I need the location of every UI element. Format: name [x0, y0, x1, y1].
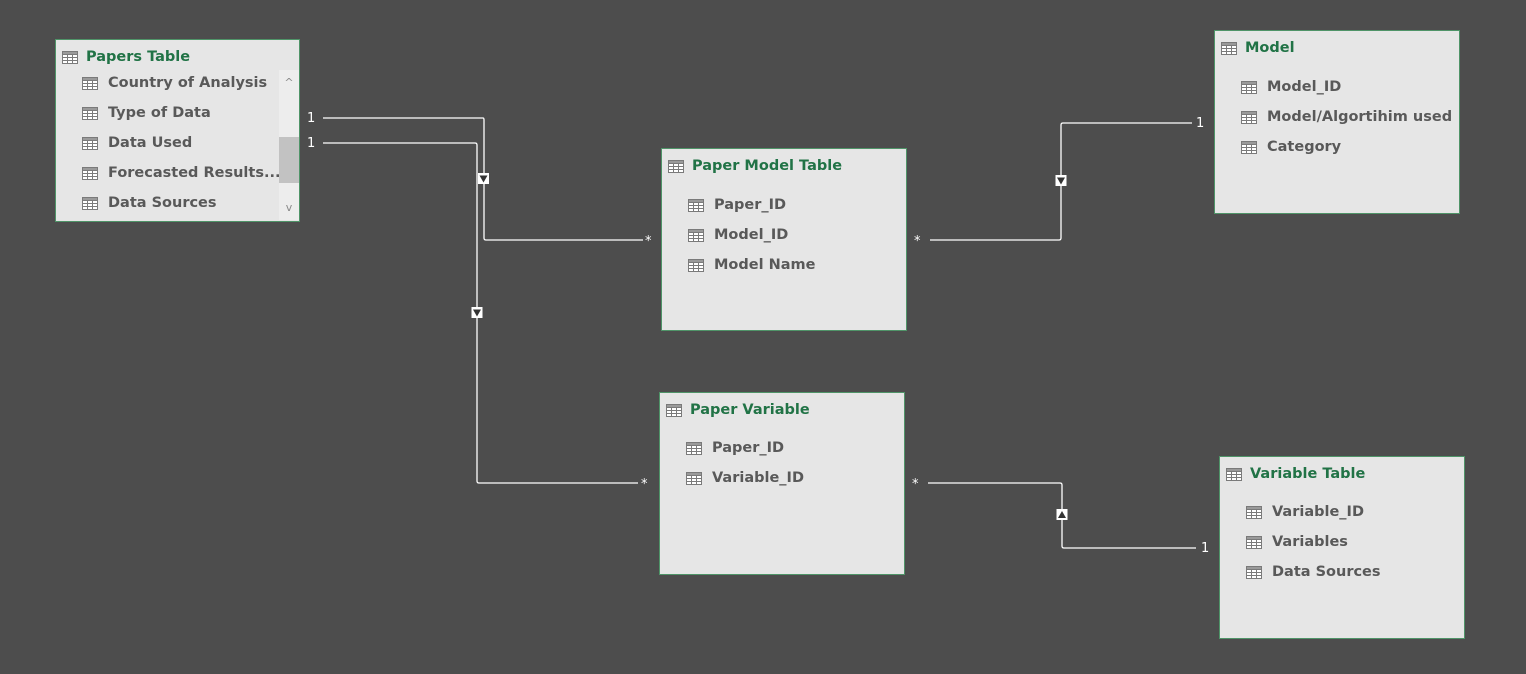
column-icon [82, 76, 98, 90]
table-title: Model [1245, 40, 1295, 56]
cardinality-one-label: 1 [1196, 116, 1205, 131]
table-header[interactable]: Papers Table [62, 49, 190, 65]
vertical-scrollbar[interactable]: ^ v [279, 70, 299, 220]
field-list: Variable_ID Variables [1246, 497, 1381, 587]
field-item[interactable]: Model_ID [688, 220, 816, 250]
field-item[interactable]: Data Used [82, 128, 280, 158]
field-item[interactable]: Category [1241, 132, 1452, 162]
column-icon [82, 166, 98, 180]
field-item[interactable]: Variable_ID [1246, 497, 1381, 527]
field-item[interactable]: Model_ID [1241, 72, 1452, 102]
field-label: Type of Data [108, 105, 211, 121]
scroll-up-arrow-icon[interactable]: ^ [284, 76, 294, 89]
field-item[interactable]: Model/Algortihim used [1241, 102, 1452, 132]
field-label: Variable_ID [1272, 504, 1364, 520]
field-item[interactable]: Data Sources [82, 188, 280, 218]
column-icon [686, 471, 702, 485]
column-icon [1241, 80, 1257, 94]
field-label: Model_ID [1267, 79, 1342, 95]
column-icon [686, 441, 702, 455]
field-label: Data Sources [108, 195, 217, 211]
field-list: Paper_ID Variable_ID [686, 433, 804, 493]
column-icon [1241, 140, 1257, 154]
field-label: Category [1267, 139, 1342, 155]
field-label: Model Name [714, 257, 816, 273]
table-title: Paper Variable [690, 402, 810, 418]
table-title: Papers Table [86, 49, 191, 65]
column-icon [688, 258, 704, 272]
field-label: Data Used [108, 135, 193, 151]
field-item[interactable]: Data Sources [1246, 557, 1381, 587]
field-item[interactable]: Forecasted Results... [82, 158, 280, 188]
field-list: Country of Analysis Type of Data [82, 68, 280, 218]
field-label: Paper_ID [714, 197, 787, 213]
field-label: Model/Algortihim used [1267, 109, 1453, 125]
field-item[interactable]: Variable_ID [686, 463, 804, 493]
table-header[interactable]: Paper Variable [666, 402, 810, 418]
field-item[interactable]: Variables [1246, 527, 1381, 557]
field-list: Model_ID Model/Algortihim used [1241, 72, 1452, 162]
cardinality-many-label: * [641, 477, 648, 492]
field-list: Paper_ID Model_ID [688, 190, 816, 280]
filter-direction-arrow-icon [1056, 509, 1068, 520]
field-label: Forecasted Results... [108, 165, 281, 181]
column-icon [1246, 505, 1262, 519]
field-item[interactable]: Country of Analysis [82, 68, 280, 98]
table-header[interactable]: Model [1221, 40, 1295, 56]
table-header[interactable]: Paper Model Table [668, 158, 842, 174]
field-label: Model_ID [714, 227, 789, 243]
paper-variable-table-card[interactable]: Paper Variable Paper_ID [659, 392, 905, 575]
cardinality-one-label: 1 [1201, 541, 1210, 556]
filter-direction-arrow-icon [478, 173, 489, 184]
column-icon [82, 196, 98, 210]
table-grid-icon [666, 403, 682, 417]
table-title: Variable Table [1250, 466, 1366, 482]
field-label: Variables [1272, 534, 1348, 550]
cardinality-one-label: 1 [307, 136, 316, 151]
column-icon [1241, 110, 1257, 124]
field-item[interactable]: Type of Data [82, 98, 280, 128]
field-label: Variable_ID [712, 470, 804, 486]
filter-direction-arrow-icon [1055, 175, 1067, 186]
column-icon [1246, 535, 1262, 549]
table-grid-icon [1221, 41, 1237, 55]
table-header[interactable]: Variable Table [1226, 466, 1365, 482]
field-label: Paper_ID [712, 440, 785, 456]
field-label: Data Sources [1272, 564, 1381, 580]
field-item[interactable]: Paper_ID [688, 190, 816, 220]
table-title: Paper Model Table [692, 158, 843, 174]
paper-model-table-card[interactable]: Paper Model Table Paper_ID [661, 148, 907, 331]
table-grid-icon [668, 159, 684, 173]
field-label: Country of Analysis [108, 75, 268, 91]
cardinality-one-label: 1 [307, 111, 316, 126]
column-icon [82, 136, 98, 150]
model-table-card[interactable]: Model Model_ID [1214, 30, 1460, 214]
column-icon [688, 228, 704, 242]
scroll-down-arrow-icon[interactable]: v [285, 201, 293, 214]
table-grid-icon [1226, 467, 1242, 481]
cardinality-many-label: * [912, 477, 919, 492]
variable-table-card[interactable]: Variable Table Variable_ID [1219, 456, 1465, 639]
papers-table-card[interactable]: Papers Table Country of Analysis [55, 39, 300, 222]
cardinality-many-label: * [914, 234, 921, 249]
column-icon [1246, 565, 1262, 579]
column-icon [688, 198, 704, 212]
filter-direction-arrow-icon [471, 307, 483, 318]
scrollbar-thumb[interactable] [279, 137, 299, 183]
cardinality-many-label: * [645, 234, 652, 249]
column-icon [82, 106, 98, 120]
table-grid-icon [62, 50, 78, 64]
field-item[interactable]: Paper_ID [686, 433, 804, 463]
field-item[interactable]: Model Name [688, 250, 816, 280]
